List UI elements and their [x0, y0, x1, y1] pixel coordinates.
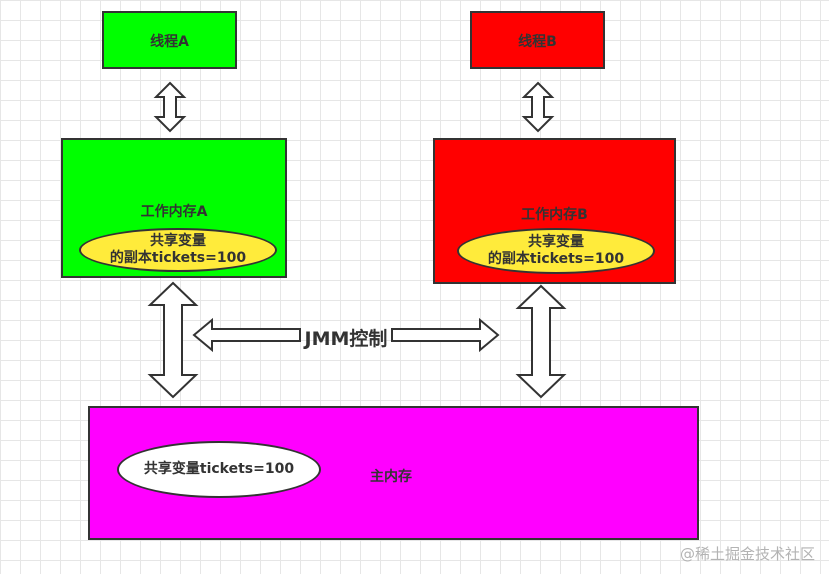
arrow-thread-b-workmem-b — [521, 81, 555, 133]
arrow-jmm-left — [192, 317, 301, 353]
thread-b-label: 线程B — [518, 34, 557, 50]
arrow-thread-a-workmem-a — [153, 81, 187, 133]
work-memory-b-label: 工作内存B — [521, 207, 588, 223]
work-memory-a-label: 工作内存A — [140, 204, 208, 220]
work-memory-a-copy-ellipse: 共享变量 的副本tickets=100 — [79, 228, 277, 272]
main-memory-box: 共享变量tickets=100 主内存 — [88, 406, 699, 540]
work-memory-a-box: 工作内存A 共享变量 的副本tickets=100 — [61, 138, 287, 278]
main-memory-label: 主内存 — [370, 469, 412, 485]
thread-b-box: 线程B — [470, 11, 605, 69]
work-memory-b-box: 工作内存B 共享变量 的副本tickets=100 — [433, 138, 676, 284]
work-memory-b-copy-line2: 的副本tickets=100 — [487, 251, 625, 267]
thread-a-label: 线程A — [150, 34, 189, 50]
work-memory-b-copy-line1: 共享变量 — [528, 234, 584, 250]
work-memory-a-copy-line2: 的副本tickets=100 — [109, 250, 247, 266]
jmm-control-label: JMM控制 — [304, 328, 388, 350]
main-memory-shared-var-ellipse: 共享变量tickets=100 — [117, 441, 321, 498]
work-memory-a-copy-line1: 共享变量 — [150, 233, 206, 249]
arrow-workmem-a-main — [147, 281, 199, 399]
thread-a-box: 线程A — [102, 11, 237, 69]
watermark-text: @稀土掘金技术社区 — [679, 545, 815, 563]
main-memory-shared-var: 共享变量tickets=100 — [143, 461, 295, 477]
arrow-jmm-right — [391, 317, 500, 353]
work-memory-b-copy-ellipse: 共享变量 的副本tickets=100 — [457, 228, 655, 274]
arrow-workmem-b-main — [515, 284, 567, 399]
